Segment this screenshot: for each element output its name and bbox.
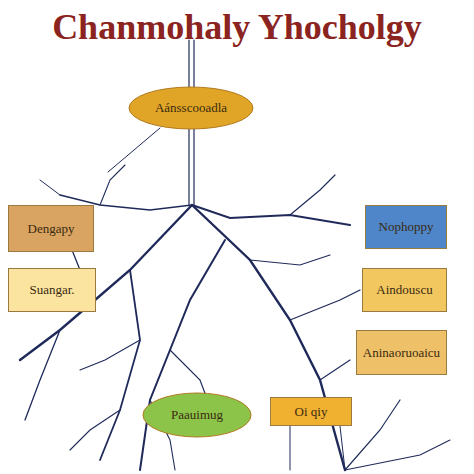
label-box: Aninaoruoaicu <box>356 330 447 375</box>
tree-twig <box>345 440 450 470</box>
node-text: Dengapy <box>24 221 79 237</box>
node-text: Oi qiy <box>291 404 332 420</box>
leader-line <box>340 426 345 470</box>
tree-twig <box>40 180 60 195</box>
topic-oval: Paauimug <box>142 392 252 438</box>
tree-twig <box>290 290 360 320</box>
oval-shape <box>143 393 251 437</box>
tree-twig <box>25 330 60 420</box>
node-text: Aindouscu <box>372 282 436 298</box>
label-box: Dengapy <box>8 205 94 252</box>
tree-branch <box>20 205 192 360</box>
tree-branch <box>100 270 140 460</box>
tree-twig <box>290 175 335 215</box>
label-box: Suangar. <box>8 268 96 312</box>
oval-shape <box>129 87 253 129</box>
leader-line <box>290 426 291 470</box>
label-box: Oi qiy <box>270 397 352 426</box>
topic-oval: Aánsscooadla <box>128 86 254 130</box>
tree-twig <box>70 410 120 450</box>
node-text: Aninaoruoaicu <box>359 345 444 361</box>
tree-twig <box>345 400 400 470</box>
diagram-title: Chanmohaly Yhocholgy <box>0 6 474 48</box>
label-box: Aindouscu <box>362 268 447 312</box>
tree-branch <box>192 205 350 225</box>
node-text: Suangar. <box>25 282 78 298</box>
tree-twig <box>250 255 330 265</box>
node-text: Paauimug <box>167 407 227 423</box>
tree-twig <box>100 165 125 205</box>
leader-line <box>108 128 160 172</box>
node-text: Nophoppy <box>375 219 438 235</box>
node-text: Aánsscooadla <box>151 100 231 116</box>
label-box: Nophoppy <box>365 205 447 249</box>
tree-twig <box>320 360 350 380</box>
tree-twig <box>80 340 140 370</box>
